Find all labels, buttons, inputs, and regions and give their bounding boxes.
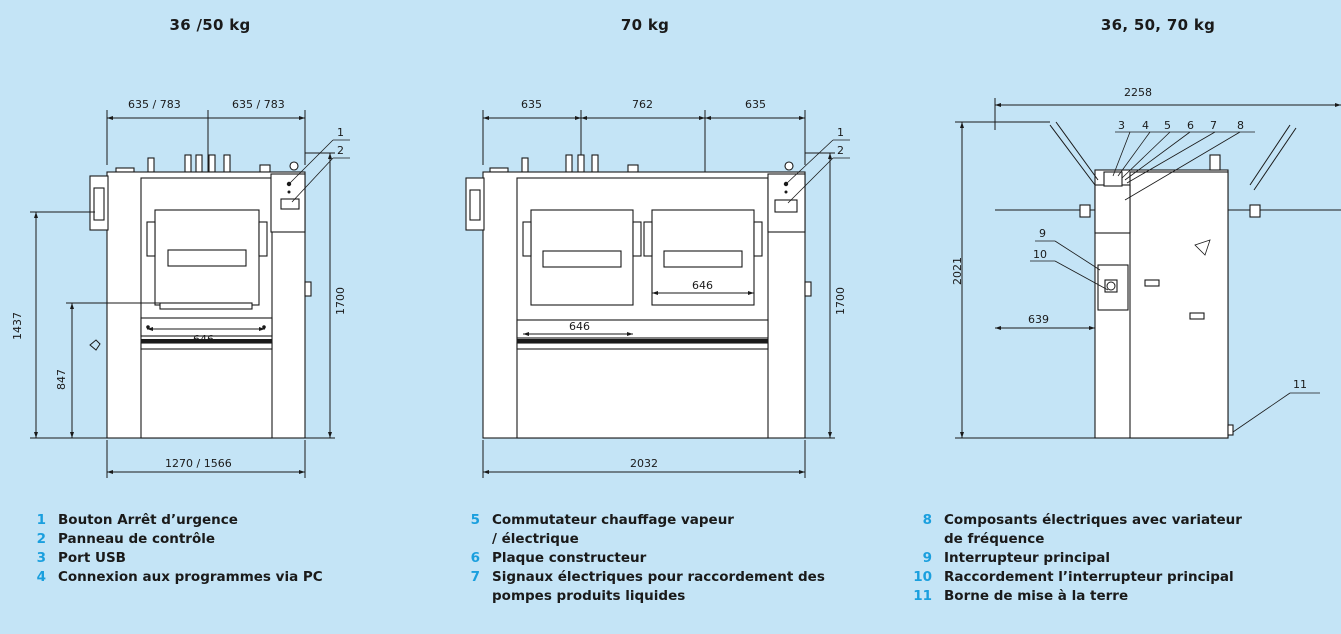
legend-item: / électrique xyxy=(458,530,878,549)
dim-mid-1700: 1700 xyxy=(834,287,847,315)
legend-item: 4 Connexion aux programmes via PC xyxy=(24,568,384,587)
callout-10: 10 xyxy=(1033,248,1047,261)
legend-number xyxy=(458,530,492,549)
dim-646: 646 xyxy=(193,333,214,346)
legend-number: 9 xyxy=(922,550,932,566)
dim-1700: 1700 xyxy=(334,287,347,315)
legend-text: pompes produits liquides xyxy=(492,588,686,604)
legend-column-3: 8 Composants électriques avec variateur de… xyxy=(910,511,1310,606)
drawing-front-70kg: 635 762 635 xyxy=(465,98,850,478)
dim-847: 847 xyxy=(55,369,68,390)
legend-item: 11 Borne de mise à la terre xyxy=(910,587,1310,606)
dim-mid-646-b: 646 xyxy=(692,279,713,292)
legend-column-1: 1 Bouton Arrêt d’urgence 2 Panneau de contr… xyxy=(24,511,384,587)
callout-5: 5 xyxy=(1164,119,1171,132)
callout-7: 7 xyxy=(1210,119,1217,132)
callout-1-mid: 1 xyxy=(837,126,844,139)
callout-6: 6 xyxy=(1187,119,1194,132)
callout-8: 8 xyxy=(1237,119,1244,132)
legend-number: 11 xyxy=(913,588,932,604)
legend-number: 8 xyxy=(922,512,932,528)
legend-number: 6 xyxy=(470,550,480,566)
legend-text: Commutateur chauffage vapeur xyxy=(492,512,734,528)
legend-item: 7 Signaux électriques pour raccordement d… xyxy=(458,568,878,587)
callout-4: 4 xyxy=(1142,119,1149,132)
legend-text: / électrique xyxy=(492,531,579,547)
callout-11: 11 xyxy=(1293,378,1307,391)
legend-item: pompes produits liquides xyxy=(458,587,878,606)
legend-text: Connexion aux programmes via PC xyxy=(58,569,323,585)
legend-item: 2 Panneau de contrôle xyxy=(24,530,384,549)
dim-2021: 2021 xyxy=(951,257,964,285)
title-side-view: 36, 50, 70 kg xyxy=(1100,16,1216,34)
legend-text: Borne de mise à la terre xyxy=(944,588,1129,604)
legend-item: 8 Composants électriques avec variateur xyxy=(910,511,1310,530)
legend-text: Panneau de contrôle xyxy=(58,531,216,547)
legend-number: 5 xyxy=(470,512,480,528)
dim-1437: 1437 xyxy=(11,312,24,340)
legend-item: 6 Plaque constructeur xyxy=(458,549,878,568)
dim-mid-a: 635 xyxy=(521,98,542,111)
legend-number: 2 xyxy=(36,531,46,547)
legend-number: 4 xyxy=(36,569,46,585)
legend-number xyxy=(910,530,944,549)
legend-text: Port USB xyxy=(58,550,126,566)
dim-top-a: 635 / 783 xyxy=(128,98,181,111)
title-36-50kg: 36 /50 kg xyxy=(169,16,251,34)
legend-text: Plaque constructeur xyxy=(492,550,647,566)
callout-2-left: 2 xyxy=(337,144,344,157)
legend-number xyxy=(458,587,492,606)
legend-item: 1 Bouton Arrêt d’urgence xyxy=(24,511,384,530)
legend-text: de fréquence xyxy=(944,531,1045,547)
legend-number: 3 xyxy=(36,550,46,566)
dim-mid-bottom: 2032 xyxy=(630,457,658,470)
dim-bottom: 1270 / 1566 xyxy=(165,457,232,470)
callout-1-left: 1 xyxy=(337,126,344,139)
dim-top-b: 635 / 783 xyxy=(232,98,285,111)
legend-number: 7 xyxy=(470,569,480,585)
legend-text: Composants électriques avec variateur xyxy=(944,512,1242,528)
dim-mid-b: 762 xyxy=(632,98,653,111)
callout-3: 3 xyxy=(1118,119,1125,132)
legend-number: 1 xyxy=(36,512,46,528)
legend-column-2: 5 Commutateur chauffage vapeur / électriqu… xyxy=(458,511,878,606)
dim-mid-646-a: 646 xyxy=(569,320,590,333)
legend-number: 10 xyxy=(913,569,932,585)
legend-item: 10 Raccordement l’interrupteur principal xyxy=(910,568,1310,587)
callout-2-mid: 2 xyxy=(837,144,844,157)
legend-text: Interrupteur principal xyxy=(944,550,1111,566)
drawing-front-36-50kg: 635 / 783 635 / 783 xyxy=(11,98,350,478)
legend-text: Raccordement l’interrupteur principal xyxy=(944,569,1234,585)
dim-mid-c: 635 xyxy=(745,98,766,111)
drawing-side-view: 2258 2021 639 xyxy=(951,86,1341,439)
dim-top-2258: 2258 xyxy=(1124,86,1152,99)
callout-9: 9 xyxy=(1039,227,1046,240)
legend-item: de fréquence xyxy=(910,530,1310,549)
legend-text: Bouton Arrêt d’urgence xyxy=(58,512,238,528)
legend-item: 9 Interrupteur principal xyxy=(910,549,1310,568)
legend-item: 3 Port USB xyxy=(24,549,384,568)
legend-item: 5 Commutateur chauffage vapeur xyxy=(458,511,878,530)
legend-text: Signaux électriques pour raccordement de… xyxy=(492,569,825,585)
dim-639: 639 xyxy=(1028,313,1049,326)
title-70kg: 70 kg xyxy=(620,16,670,34)
